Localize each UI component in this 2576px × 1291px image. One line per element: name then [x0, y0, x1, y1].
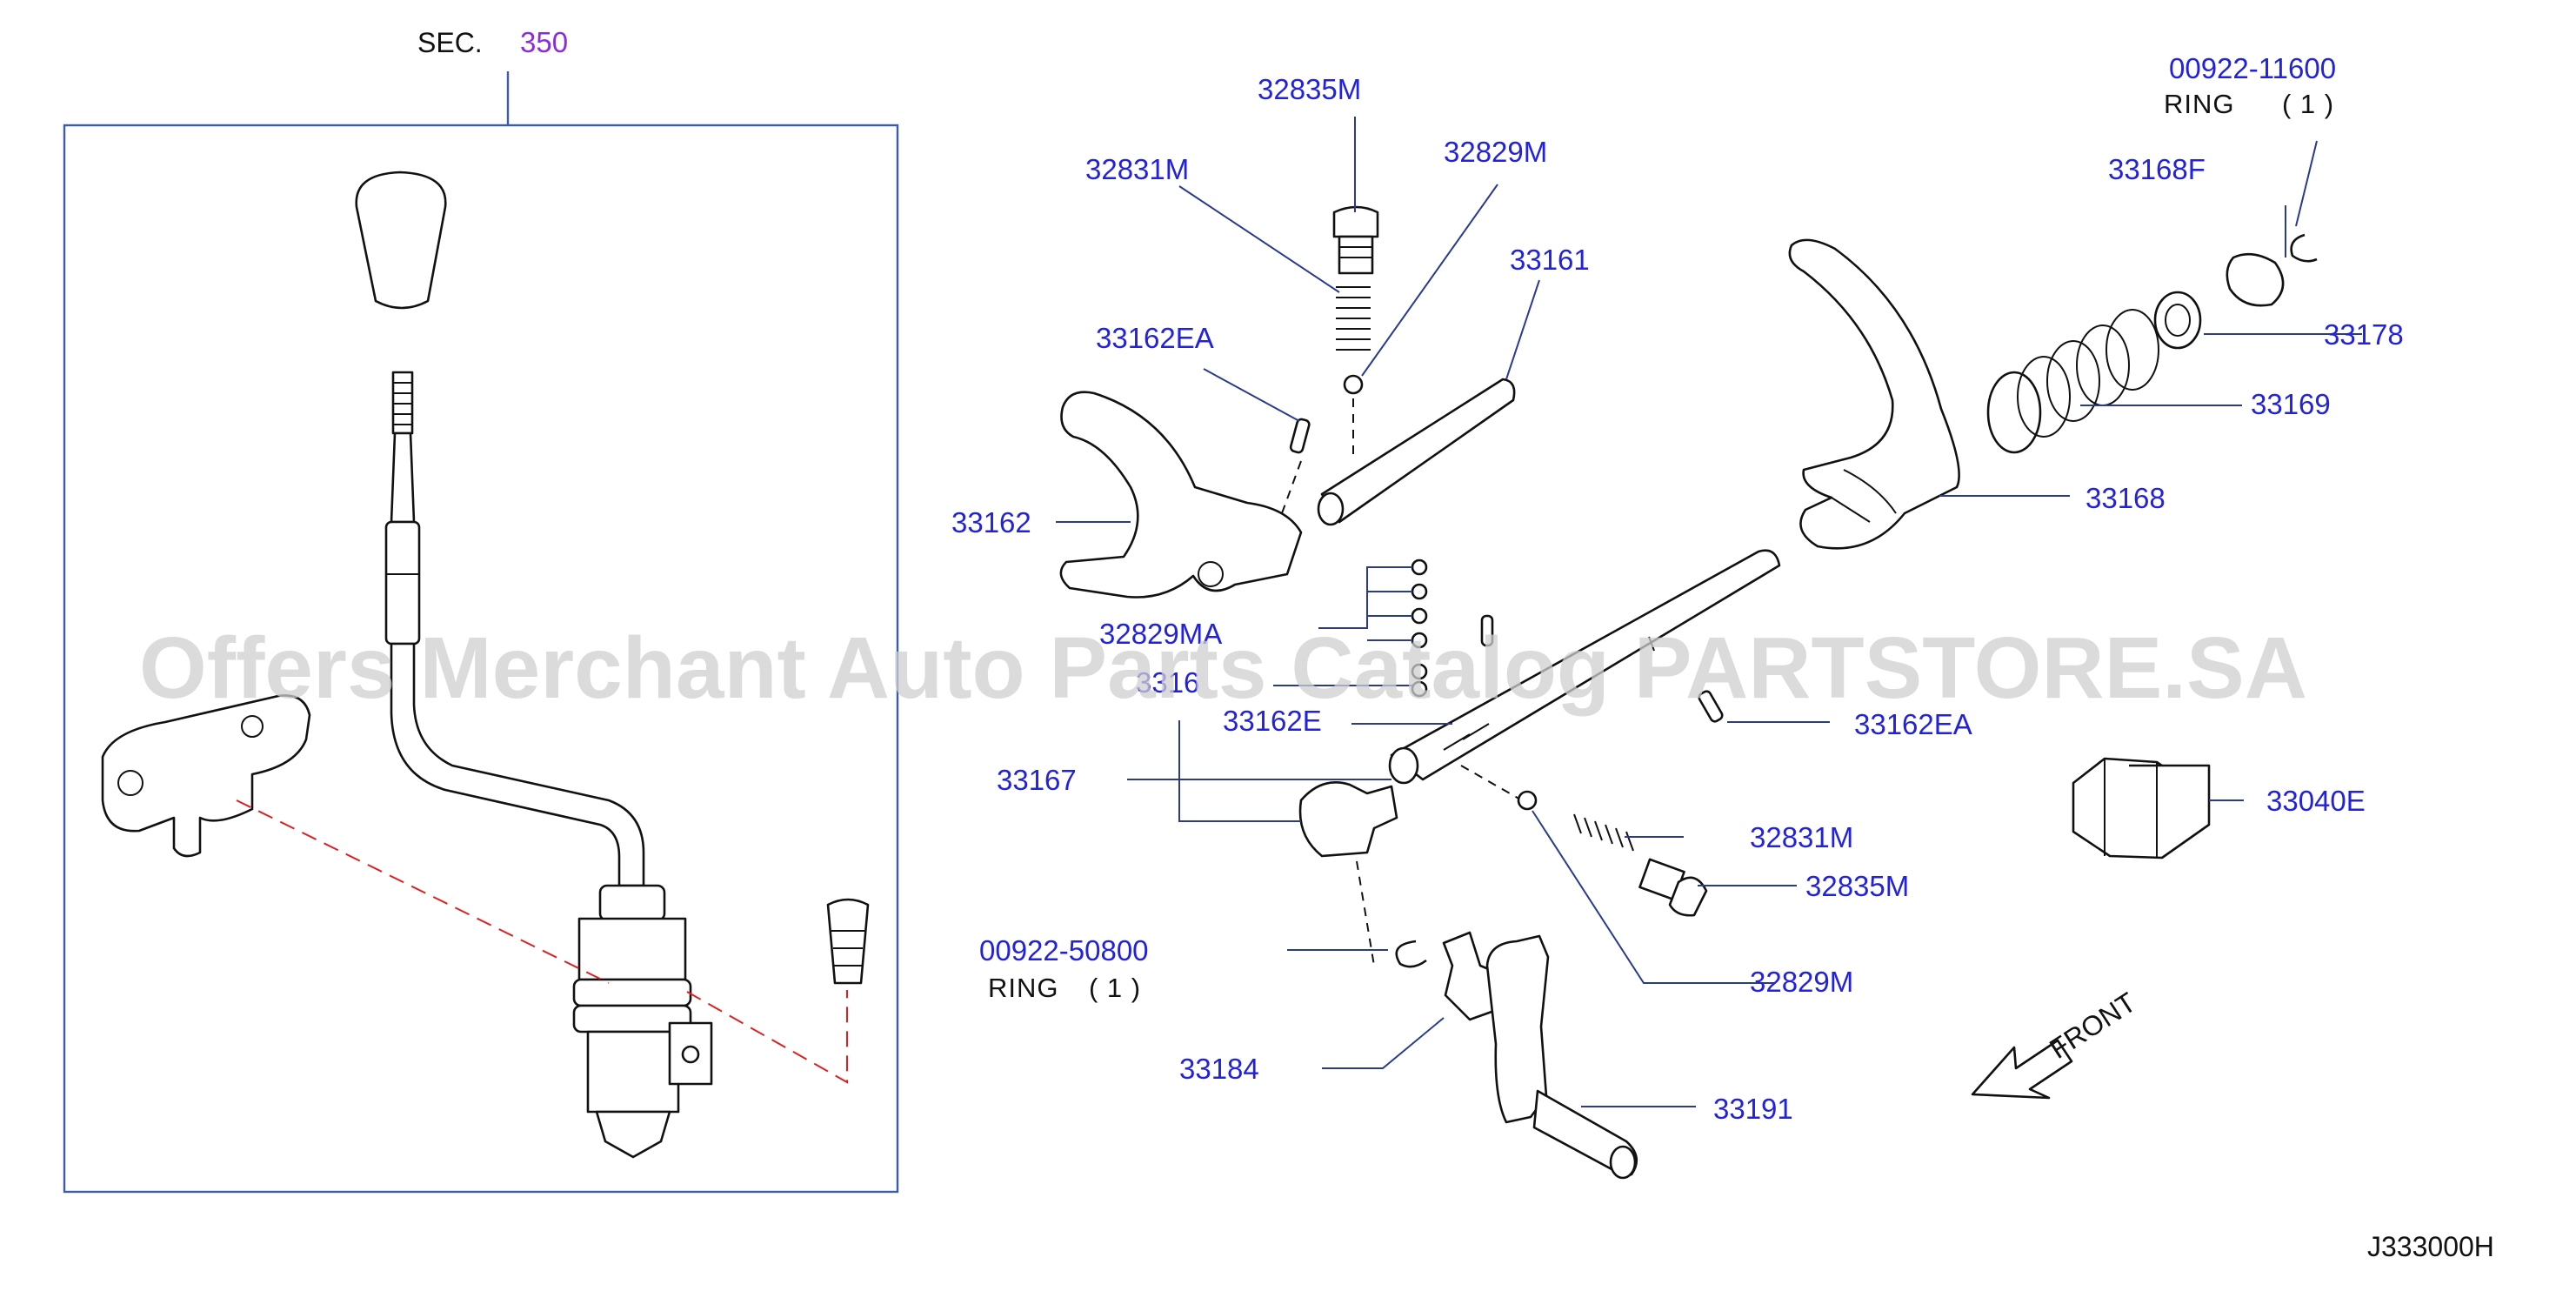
- retaining-pin-right: [1698, 690, 1724, 723]
- label-33168F[interactable]: 33168F: [2108, 153, 2206, 185]
- label-33162EA-right[interactable]: 33162EA: [1854, 708, 1972, 740]
- label-32831M-right[interactable]: 32831M: [1750, 821, 1853, 853]
- check-ball-top: [1343, 374, 1364, 395]
- shift-knob: [355, 171, 447, 310]
- label-33169[interactable]: 33169: [2251, 388, 2331, 420]
- shift-fork-33162: [1059, 391, 1303, 599]
- check-spring-right: [1573, 813, 1634, 852]
- retaining-ring-50800: [1395, 940, 1427, 968]
- section-number-link[interactable]: 350: [520, 26, 568, 58]
- retainer-33168F: [2226, 252, 2285, 307]
- shifter-assembly-frame: [63, 124, 899, 1194]
- ring-qty-b: ( 1 ): [1089, 973, 1141, 1003]
- label-32831M-top[interactable]: 32831M: [1085, 153, 1189, 185]
- check-plug-top: [1332, 205, 1379, 275]
- label-33178[interactable]: 33178: [2324, 318, 2404, 351]
- ring-label-a: RING: [2164, 89, 2235, 119]
- label-00922-11600[interactable]: 00922-11600: [2169, 52, 2336, 84]
- label-3316-partial[interactable]: 3316: [1136, 666, 1199, 699]
- ring-qty-a: ( 1 ): [2282, 89, 2334, 119]
- label-33161[interactable]: 33161: [1510, 244, 1590, 276]
- select-lever-33191: [1485, 934, 1638, 1180]
- shift-lever-housing: [572, 884, 713, 1159]
- check-spring-top: [1336, 286, 1371, 351]
- shift-lever-rod: [384, 371, 645, 887]
- label-32835M-top[interactable]: 32835M: [1258, 73, 1361, 105]
- retaining-pin-top: [1289, 418, 1311, 454]
- lever-bushing: [826, 898, 870, 985]
- ring-label-b: RING: [988, 973, 1059, 1003]
- watermark: Offers Merchant Auto Parts Catalog PARTS…: [139, 619, 2307, 717]
- shift-fork-33168: [1788, 238, 1960, 550]
- diagram-code: J333000H: [2367, 1231, 2494, 1262]
- label-33191[interactable]: 33191: [1713, 1093, 1793, 1125]
- section-prefix: SEC.: [417, 27, 483, 58]
- bushing-33040E: [2072, 757, 2211, 860]
- shift-gate-plate: [101, 694, 311, 858]
- spring-seat-33178: [2153, 291, 2202, 350]
- label-32829MA[interactable]: 32829MA: [1099, 618, 1222, 650]
- label-33184[interactable]: 33184: [1179, 1053, 1259, 1085]
- label-33162E[interactable]: 33162E: [1223, 705, 1322, 737]
- check-ball-right: [1517, 790, 1538, 811]
- leader-lines: [1056, 117, 2362, 1107]
- interlock-balls: [1411, 559, 1428, 698]
- fork-rod-33161: [1320, 378, 1516, 524]
- label-32829M-top[interactable]: 32829M: [1444, 136, 1547, 168]
- label-32829M-right[interactable]: 32829M: [1750, 966, 1853, 998]
- retaining-ring-11600: [2290, 233, 2318, 263]
- front-arrow: [1971, 1039, 2073, 1100]
- label-33162[interactable]: 33162: [951, 506, 1031, 538]
- label-32835M-right[interactable]: 32835M: [1805, 870, 1909, 902]
- reference-line: [236, 799, 848, 1084]
- shift-bracket: [1298, 781, 1398, 858]
- shift-rod-33167: [1390, 549, 1781, 781]
- label-33040E[interactable]: 33040E: [2266, 785, 2366, 817]
- check-plug-right: [1638, 858, 1708, 917]
- front-label: FRONT: [2044, 987, 2141, 1065]
- label-33168[interactable]: 33168: [2085, 482, 2166, 514]
- label-33167[interactable]: 33167: [997, 764, 1077, 796]
- label-33162EA-top[interactable]: 33162EA: [1096, 322, 1214, 354]
- spring-33169: [1986, 309, 2159, 454]
- label-00922-50800[interactable]: 00922-50800: [979, 934, 1149, 967]
- retaining-pin-mid: [1480, 614, 1494, 647]
